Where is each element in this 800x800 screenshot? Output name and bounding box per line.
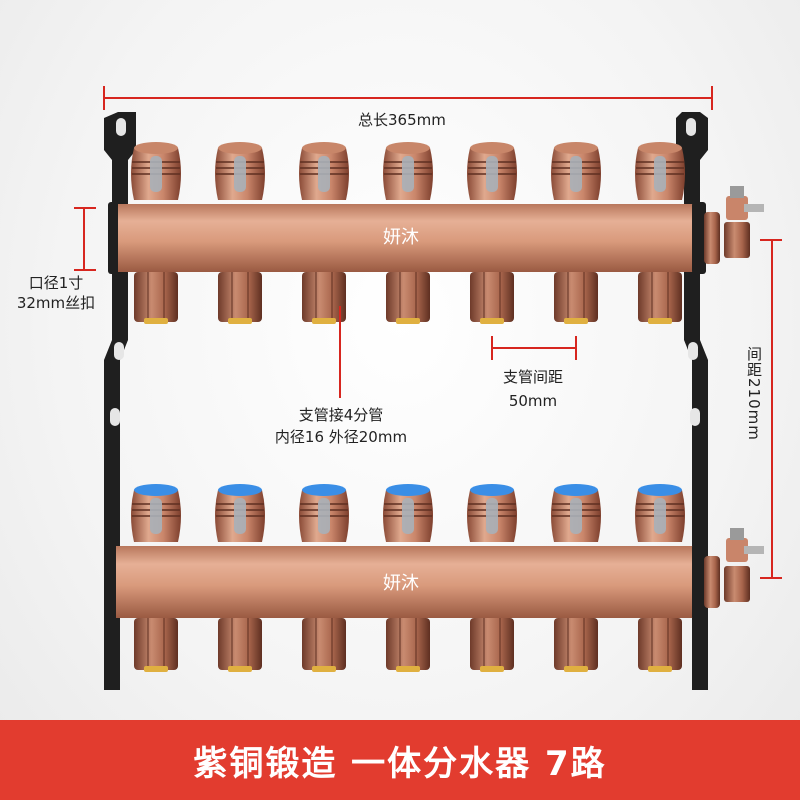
top-manifold-bar	[108, 186, 764, 274]
bottom-compression-nut	[470, 618, 514, 672]
brand-label-top: 妍沐	[383, 227, 419, 248]
bottom-valve-port	[467, 484, 517, 542]
bottom-compression-nut	[134, 618, 178, 672]
top-valve-port	[383, 142, 433, 200]
bottom-compression-nut	[218, 618, 262, 672]
branch-spacing-dimension	[491, 336, 577, 360]
bottom-valve-port	[383, 484, 433, 542]
product-title-banner: 紫铜锻造 一体分水器 7路	[0, 720, 800, 800]
top-valve-port	[551, 142, 601, 200]
total-length-label: 总长365mm	[358, 111, 446, 129]
bar-spacing-dimension	[760, 239, 782, 579]
top-compression-nut	[218, 272, 262, 324]
bottom-compression-nut	[386, 618, 430, 672]
top-compression-nut	[302, 272, 346, 324]
top-valve-port	[467, 142, 517, 200]
bottom-valve-port	[299, 484, 349, 542]
branch-connection-label-line1: 支管接4分管	[298, 406, 384, 424]
bottom-compression-nut	[554, 618, 598, 672]
branch-ports	[131, 142, 685, 672]
top-compression-nut	[470, 272, 514, 324]
top-valve-port	[215, 142, 265, 200]
top-compression-nut	[638, 272, 682, 324]
bottom-valve-port	[551, 484, 601, 542]
top-valve-port	[635, 142, 685, 200]
bottom-valve-port	[635, 484, 685, 542]
bottom-valve-port	[215, 484, 265, 542]
branch-spacing-label-line1: 支管间距	[502, 368, 563, 386]
branch-connection-label-line2: 内径16 外径20mm	[274, 428, 408, 446]
branch-spacing-label-line2: 50mm	[508, 392, 558, 410]
bottom-compression-nut	[638, 618, 682, 672]
manifold-illustration	[74, 86, 782, 690]
inlet-diameter-dimension	[74, 207, 96, 271]
inlet-diameter-label-line1: 口径1寸	[28, 274, 84, 292]
product-title: 紫铜锻造 一体分水器 7路	[193, 743, 607, 784]
top-compression-nut	[134, 272, 178, 324]
top-valve-port	[299, 142, 349, 200]
brand-label-bottom: 妍沐	[383, 573, 419, 594]
top-compression-nut	[386, 272, 430, 324]
inlet-diameter-label-line2: 32mm丝扣	[16, 294, 96, 312]
total-length-dimension	[103, 86, 713, 110]
bottom-valve-port	[131, 484, 181, 542]
bottom-compression-nut	[302, 618, 346, 672]
top-compression-nut	[554, 272, 598, 324]
top-valve-port	[131, 142, 181, 200]
bottom-manifold-bar	[106, 528, 764, 620]
bar-spacing-label: 间距210mm	[745, 346, 763, 441]
